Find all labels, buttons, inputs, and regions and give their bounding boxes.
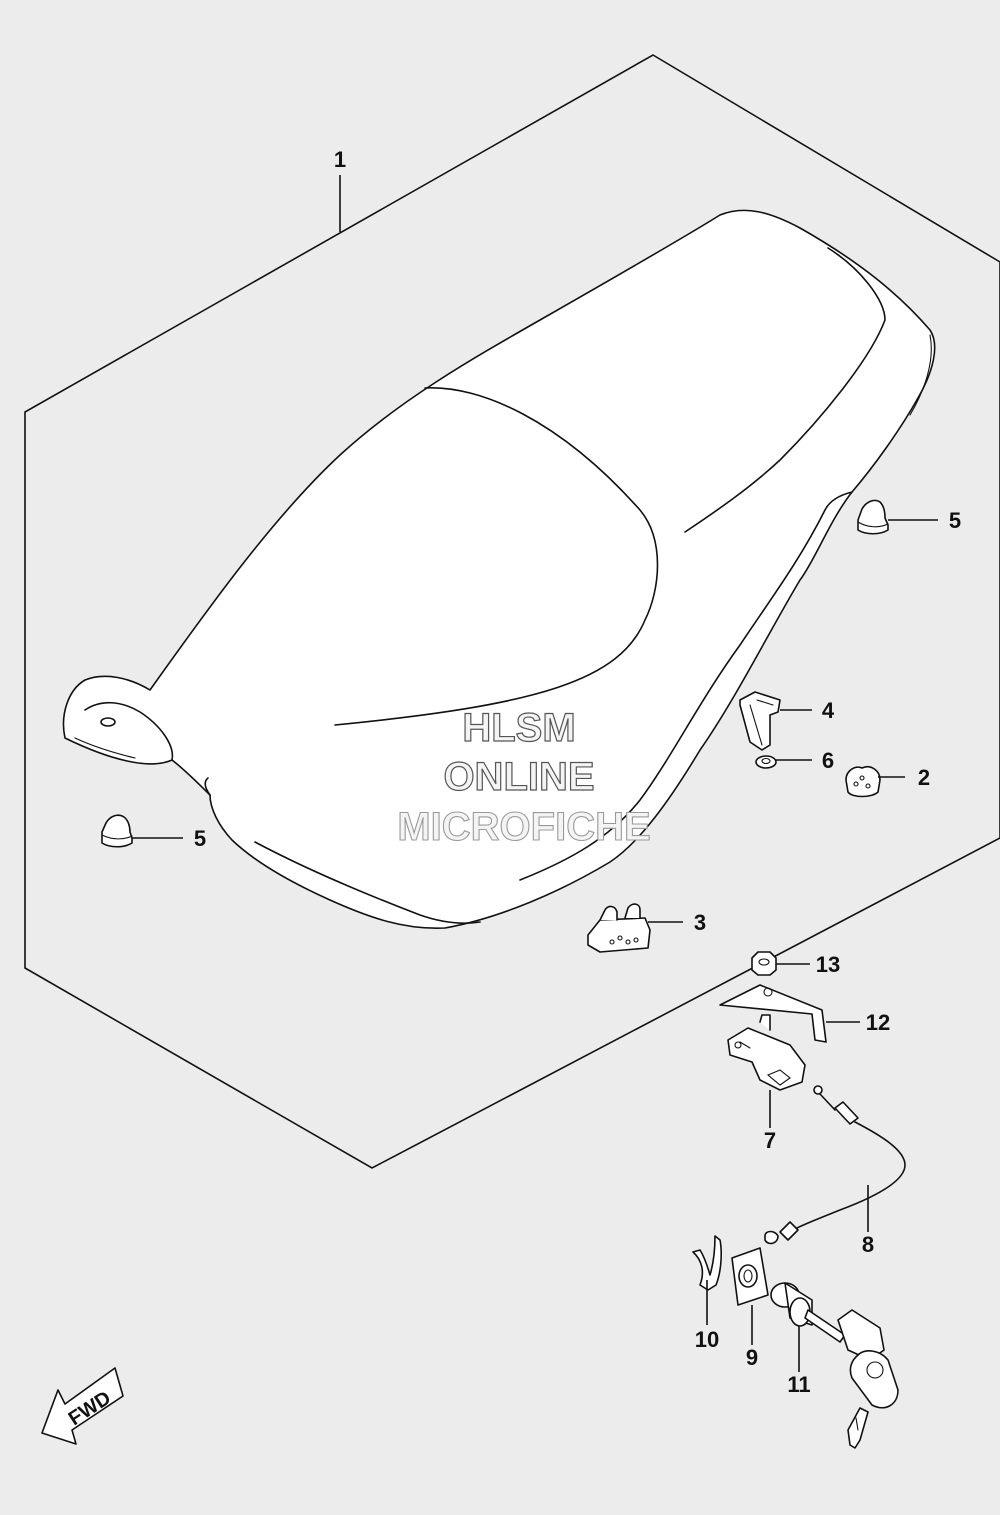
callout-5-right: 5: [949, 508, 961, 533]
callout-2: 2: [918, 765, 930, 790]
callout-11: 11: [787, 1372, 810, 1397]
callout-8: 8: [862, 1232, 874, 1257]
seat-cushion-right[interactable]: [857, 499, 889, 535]
callout-1: 1: [334, 147, 346, 172]
leader-lines: [132, 175, 938, 1372]
washer[interactable]: [755, 755, 777, 769]
seat-assembly[interactable]: [62, 209, 936, 930]
callout-4: 4: [822, 698, 835, 723]
watermark: HLSM ONLINE MICROFICHE: [397, 705, 651, 849]
callout-10: 10: [695, 1327, 719, 1352]
seat-lock-set[interactable]: [770, 1282, 899, 1449]
seat-cushion-left[interactable]: [101, 814, 133, 848]
callout-7: 7: [764, 1128, 776, 1153]
flange-nut[interactable]: [751, 951, 777, 976]
forward-direction-arrow: FWD: [41, 1367, 124, 1445]
watermark-line2: ONLINE: [443, 755, 594, 799]
callout-6: 6: [822, 748, 834, 773]
seat-lock-cable[interactable]: [764, 1085, 906, 1245]
seat-lock[interactable]: [727, 1014, 806, 1091]
lock-plate[interactable]: [731, 1247, 769, 1306]
callout-5-left: 5: [194, 826, 206, 851]
seat-lock-bracket[interactable]: [719, 984, 827, 1043]
watermark-line3: MICROFICHE: [397, 805, 650, 849]
seat-bracket[interactable]: [739, 691, 781, 751]
cable-clip[interactable]: [692, 1235, 722, 1291]
callout-13: 13: [816, 952, 840, 977]
callout-3: 3: [694, 910, 706, 935]
callout-12: 12: [866, 1010, 890, 1035]
seat-rubber-block[interactable]: [587, 903, 651, 953]
callout-9: 9: [746, 1345, 758, 1370]
watermark-line1: HLSM: [462, 706, 575, 750]
rubber-cushion[interactable]: [845, 765, 881, 798]
